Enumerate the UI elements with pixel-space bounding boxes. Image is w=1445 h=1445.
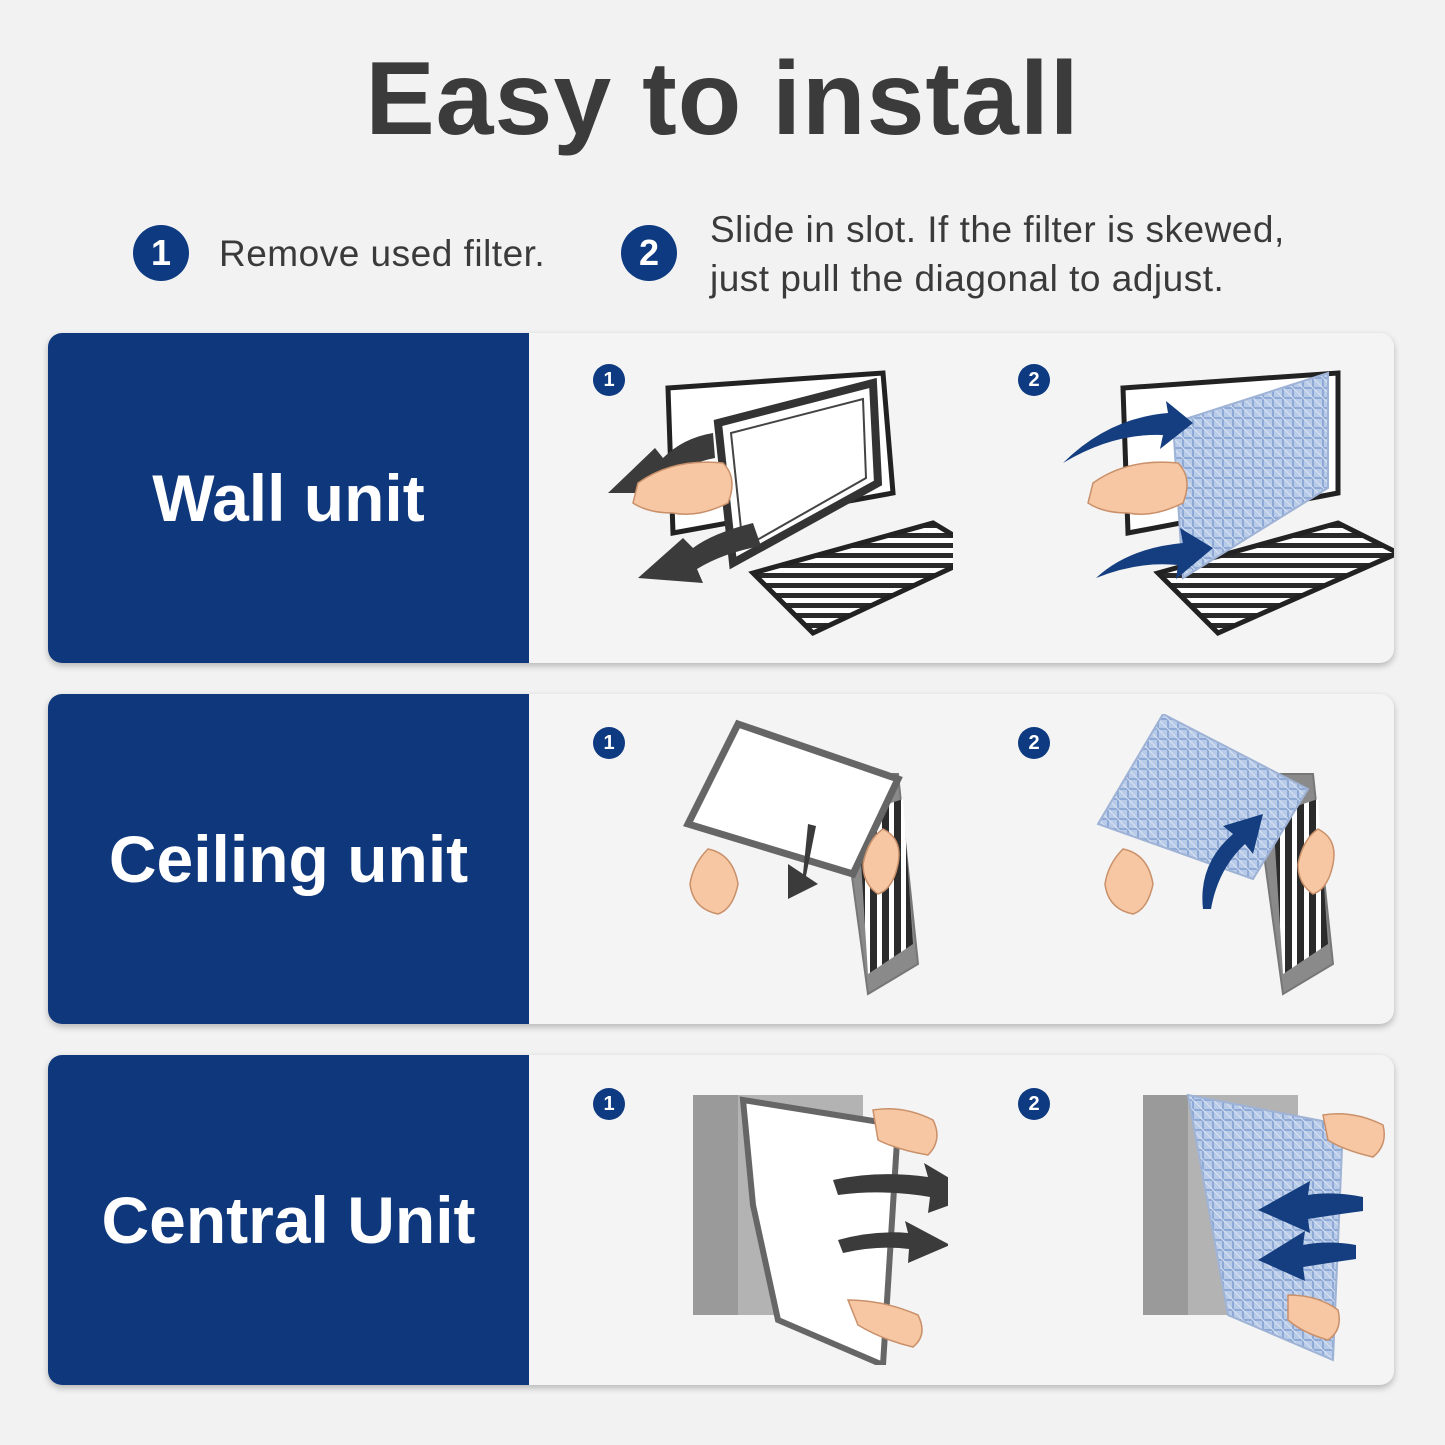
ceiling-insert-illustration	[1096, 714, 1335, 996]
central-unit-panel: Central Unit 1 2	[48, 1055, 1394, 1385]
hand-icon	[872, 1108, 938, 1156]
step-1-badge: 1	[133, 225, 189, 281]
hand-icon	[1104, 848, 1154, 915]
hand-icon	[689, 848, 739, 915]
hand-icon	[1087, 461, 1188, 515]
step-2-text: Slide in slot. If the filter is skewed, …	[710, 205, 1285, 303]
central-remove-illustration	[693, 1095, 948, 1365]
wall-remove-illustration	[608, 370, 953, 637]
hand-icon	[862, 828, 900, 895]
wall-insert-illustration	[1063, 370, 1394, 636]
central-unit-label: Central Unit	[48, 1055, 529, 1385]
page-title: Easy to install	[365, 41, 1080, 157]
steps-row: 1 Remove used filter. 2 Slide in slot. I…	[0, 205, 1445, 315]
hand-icon	[1322, 1113, 1385, 1158]
step-2-text-line2: just pull the diagonal to adjust.	[710, 258, 1225, 299]
arrow-left-icon	[1258, 1231, 1356, 1281]
hand-icon	[632, 461, 733, 515]
arrow-right-icon	[833, 1163, 948, 1213]
hand-icon	[846, 1299, 923, 1348]
arrow-down-icon	[788, 824, 818, 899]
central-step-2-badge: 2	[1018, 1088, 1050, 1120]
arrow-left-icon	[1258, 1181, 1363, 1233]
central-insert-illustration	[1143, 1093, 1385, 1362]
wall-unit-label: Wall unit	[48, 333, 529, 663]
step-2-badge: 2	[621, 225, 677, 281]
wall-step-1-badge: 1	[593, 364, 625, 396]
ceiling-unit-panel: Ceiling unit 1 2	[48, 694, 1394, 1024]
arrow-in-icon	[1096, 528, 1213, 579]
ceiling-unit-label: Ceiling unit	[48, 694, 529, 1024]
arrow-right-icon	[838, 1221, 948, 1263]
arrow-out-icon	[608, 433, 715, 493]
step-2-text-line1: Slide in slot. If the filter is skewed,	[710, 209, 1285, 250]
ceiling-step-2-badge: 2	[1018, 727, 1050, 759]
hand-icon	[1287, 1294, 1340, 1341]
wall-unit-panel: Wall unit 1 2	[48, 333, 1394, 663]
hand-icon	[1297, 828, 1335, 895]
wall-step-2-badge: 2	[1018, 364, 1050, 396]
arrow-in-icon	[1063, 401, 1193, 463]
arrow-up-icon	[1202, 814, 1263, 909]
ceiling-step-1-badge: 1	[593, 727, 625, 759]
ceiling-remove-illustration	[683, 719, 920, 996]
arrow-out-icon	[638, 523, 761, 583]
step-1-text: Remove used filter.	[219, 233, 546, 274]
central-step-1-badge: 1	[593, 1088, 625, 1120]
